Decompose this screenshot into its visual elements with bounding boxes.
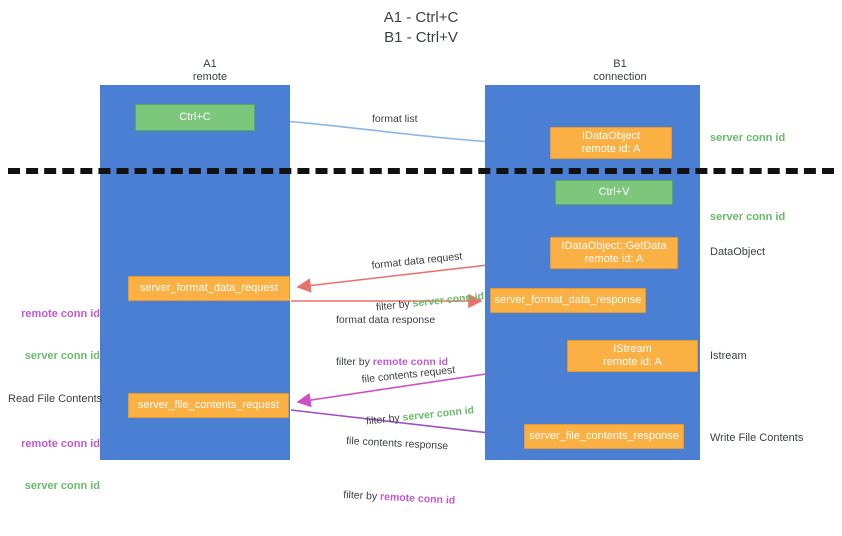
edge-label-file-contents-response-filter: filter by remote conn id — [343, 488, 456, 508]
right-label-server-conn-id-2: server conn id — [710, 211, 786, 223]
left-label-server-conn-id-2: server conn id — [24, 480, 100, 492]
right-label-write-file-contents: Write File Contents — [710, 432, 804, 444]
filter-value-remote-conn-id: remote conn id — [379, 490, 456, 507]
node-ctrl-c[interactable]: Ctrl+C — [135, 104, 255, 131]
right-label-server-conn-id-1: server conn id — [710, 132, 786, 144]
column-header-b1: B1 connection — [593, 58, 647, 83]
diagram-canvas: A1 - Ctrl+C B1 - Ctrl+V A1 remote B1 con… — [8, 9, 834, 507]
left-label-remote-conn-id-2: remote conn id — [21, 438, 100, 450]
edge-label-format-data-response: format data response filter by remote co… — [336, 285, 448, 397]
page-title: A1 - Ctrl+C B1 - Ctrl+V — [383, 9, 459, 46]
edge-label-format-list: format list — [372, 113, 418, 125]
left-label-conn-ids-1: remote conn id server conn id — [10, 279, 100, 391]
edge-file-contents-response — [290, 409, 517, 442]
edge-label-file-contents-response-title: file contents response — [345, 434, 449, 453]
phase-separator-dashed-line — [8, 168, 834, 174]
edge-label-file-contents-response: file contents response filter by remote … — [342, 406, 460, 536]
left-label-conn-ids-2: remote conn id server conn id — [10, 409, 100, 521]
node-server-format-data-request[interactable]: server_format_data_request — [128, 276, 290, 301]
right-label-istream: Istream — [710, 350, 747, 362]
node-ctrl-v[interactable]: Ctrl+V — [555, 180, 673, 205]
right-label-dataobject: DataObject — [710, 246, 766, 258]
left-label-server-conn-id-1: server conn id — [24, 350, 100, 362]
column-header-a1: A1 remote — [192, 58, 228, 83]
node-istream[interactable]: IStream remote id: A — [567, 340, 698, 372]
edge-label-file-contents-request-title: file contents request — [361, 364, 456, 386]
node-server-format-data-response[interactable]: server_format_data_response — [490, 288, 646, 313]
node-server-file-contents-response[interactable]: server_file_contents_response — [524, 424, 684, 449]
edge-label-format-data-response-filter: filter by remote conn id — [336, 355, 448, 369]
filter-prefix: filter by — [343, 488, 381, 503]
edge-label-format-data-response-title: format data response — [336, 314, 436, 326]
filter-value-remote-conn-id: remote conn id — [372, 356, 449, 368]
left-label-remote-conn-id-1: remote conn id — [21, 308, 100, 320]
left-label-read-file-contents: Read File Contents — [8, 393, 103, 405]
node-idataobject[interactable]: IDataObject remote id: A — [550, 127, 672, 159]
filter-prefix: filter by — [336, 356, 373, 368]
edge-label-format-data-request-title: format data request — [371, 250, 463, 272]
node-idataobject-getdata[interactable]: IDataObject::GetData remote id: A — [550, 237, 678, 269]
node-server-file-contents-request[interactable]: server_file_contents_request — [128, 393, 289, 418]
